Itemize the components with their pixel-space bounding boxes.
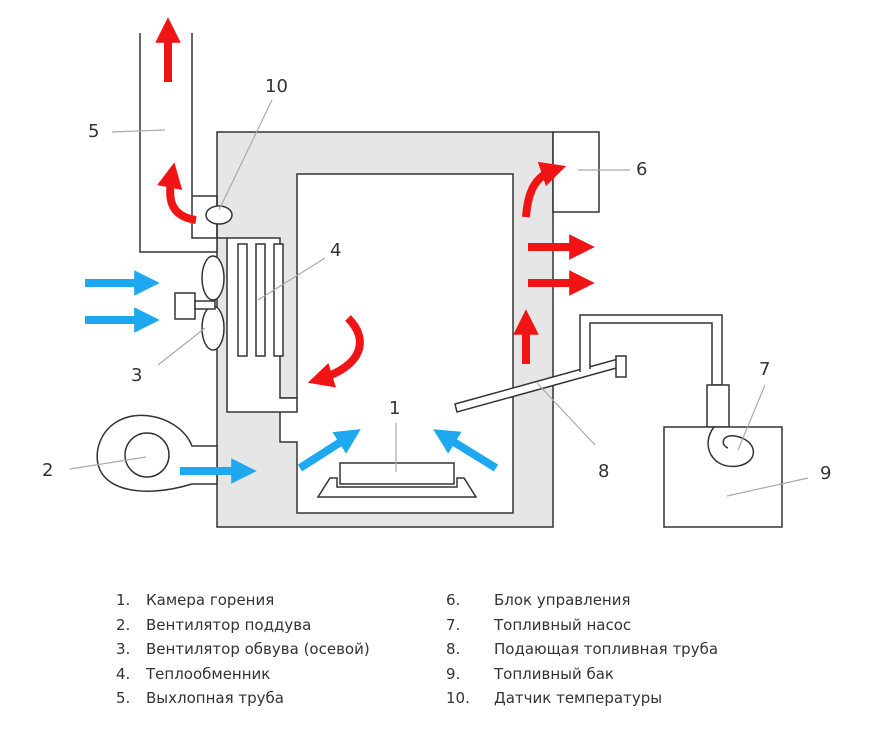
callout-9: 9 [820,463,831,484]
callout-3: 3 [131,365,142,386]
combustion-chamber [316,477,478,498]
callout-5: 5 [88,121,99,142]
legend-item: 1.Камера горения [116,591,275,609]
cold-air-arrows [85,270,499,484]
axial-fan [174,255,225,351]
legend-item: 9.Топливный бак [446,664,614,683]
callout-8: 8 [598,461,609,482]
callout-numbers: 1 2 3 4 5 6 7 8 9 10 [42,76,831,484]
combustion-chamber-core [339,462,455,485]
control-unit [552,131,600,213]
legend-item: 10.Датчик температуры [446,689,663,707]
legend-item: 2.Вентилятор поддува [116,615,312,634]
callout-6: 6 [636,159,647,180]
fuel-supply-tube [454,355,627,413]
hot-air-arrows [155,17,595,388]
cold-arrow-chamber-left [297,429,361,472]
blower-rotor [124,432,170,478]
fuel-pump-coil [707,426,755,468]
callout-10: 10 [265,76,288,97]
heat-exchanger [237,243,284,357]
cold-arrow-chamber-right [433,429,499,472]
legend-item: 5.Выхлопная труба [116,689,284,707]
callout-4: 4 [330,240,341,261]
hot-arrow-curl [307,315,364,388]
hot-arrow-control [522,161,567,218]
heater-housing [216,131,554,528]
callout-1: 1 [389,398,400,419]
legend-item: 3.Вентилятор обвува (осевой) [116,640,370,658]
leader-lines [69,99,809,497]
temperature-sensor [205,205,233,225]
legend-item: 4.Теплообменник [116,664,271,683]
exhaust-pipe [139,33,218,253]
fuel-pump [706,384,730,428]
callout-7: 7 [759,359,770,380]
legend-item: 6.Блок управления [446,591,631,609]
legend-item: 7.Топливный насос [446,615,632,634]
legend-left: 1.Камера горения 2.Вентилятор поддува 3.… [116,588,370,711]
legend-item: 8.Подающая топливная труба [446,640,719,658]
fuel-line [579,314,723,386]
callout-2: 2 [42,460,53,481]
legend-right: 6.Блок управления 7.Топливный насос 8.По… [446,588,718,711]
hot-arrow-exhaust-up [157,162,197,224]
